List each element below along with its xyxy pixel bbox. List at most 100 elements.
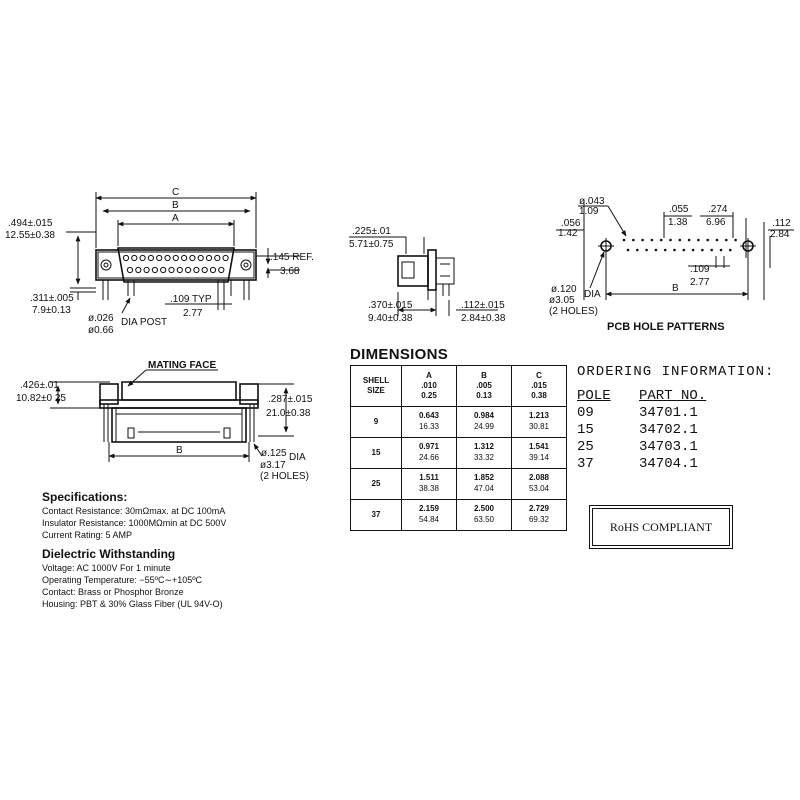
- pin-mark: [218, 266, 225, 274]
- pole-value: 37: [577, 456, 594, 472]
- dim-pcb-056-in: .056: [561, 218, 581, 229]
- dim-pcb-274-in: .274: [708, 204, 728, 215]
- spec-line: Housing: PBT & 30% Glass Fiber (UL 94V-O…: [42, 598, 223, 609]
- part-number: 34704.1: [639, 456, 698, 472]
- pcb-hole-mark: [636, 248, 639, 252]
- pin-mark: [139, 254, 146, 262]
- dim-top-h-in: .426±.01: [20, 380, 59, 391]
- pin-mark: [131, 254, 138, 262]
- dim-post-dia-mm: ø0.66: [88, 325, 114, 336]
- header-c: C .015 0.38: [511, 365, 567, 407]
- pcb-hole-mark: [706, 238, 709, 242]
- pin-mark: [214, 254, 221, 262]
- header-a: A .010 0.25: [401, 365, 457, 407]
- spec-line: Contact Resistance: 30mΩmax. at DC 100mA: [42, 505, 226, 516]
- dim-pcb-112-mm: 2.84: [770, 229, 790, 240]
- pcb-hole-mark: [691, 248, 695, 252]
- side-view-drawing: .225±.01 5.71±0.75 .370±.015 9.40±0.38 .…: [349, 226, 506, 324]
- top-holes-note: (2 HOLES): [260, 471, 309, 482]
- pin-mark: [205, 254, 213, 262]
- list-item: 25 34703.1: [577, 439, 774, 455]
- pin-mark: [160, 266, 167, 274]
- pin-mark: [181, 254, 188, 262]
- pcb-hole-mark: [650, 238, 654, 242]
- specifications-title: Specifications:: [42, 490, 128, 504]
- pcb-hole-mark: [710, 248, 713, 252]
- dielectric-title: Dielectric Withstanding: [42, 547, 176, 562]
- pcb-holes-note: (2 HOLES): [549, 306, 598, 317]
- cell-size: 9: [350, 406, 402, 438]
- pcb-hole-mark: [669, 238, 672, 242]
- part-number: 34701.1: [639, 405, 698, 421]
- pcb-hole-mark: [719, 248, 723, 252]
- pin-mark: [122, 254, 130, 262]
- front-view-drawing: C B A .494±.015 12.55±0.38: [5, 187, 314, 336]
- cell-size: 15: [350, 437, 402, 469]
- dim-side-pin-in: .112±.015: [461, 300, 505, 311]
- pcb-hole-pattern-drawing: ø.043 1.09 .055 1.38 .274 6.96 .112 2.84…: [549, 196, 794, 333]
- dim-post-dia-in: ø.026: [88, 313, 114, 324]
- cell-size: 25: [350, 468, 402, 500]
- pole-value: 25: [577, 439, 594, 455]
- pcb-hole-mark: [663, 248, 667, 252]
- pcb-hole-mark: [626, 248, 630, 252]
- pcb-hole-mark: [725, 238, 728, 242]
- list-item: 09 34701.1: [577, 405, 774, 421]
- pcb-hole-mark: [701, 248, 704, 252]
- dim-pcb-b-label: B: [672, 283, 679, 294]
- dim-pcb-274-mm: 6.96: [706, 217, 726, 228]
- pole-value: 15: [577, 422, 594, 438]
- header-shell-size: SHELL SIZE: [350, 365, 402, 407]
- dim-top-b-label: B: [176, 445, 183, 456]
- dim-post-dia-label: DIA POST: [121, 317, 167, 328]
- pin-mark: [209, 266, 217, 274]
- pole-value: 09: [577, 405, 594, 421]
- part-number: 34702.1: [639, 422, 698, 438]
- pcb-hole-mark: [715, 238, 719, 242]
- pcb-hole-mark: [659, 238, 663, 242]
- spec-line: Contact: Brass or Phosphor Bronze: [42, 587, 184, 598]
- dim-pitch-mm: 2.77: [183, 308, 203, 319]
- dim-top-h-mm: 10.82±0 25: [16, 393, 66, 404]
- dim-side-depth-mm: 9.40±0.38: [368, 313, 413, 324]
- pcb-hole-mark: [687, 238, 691, 242]
- dim-pcb-mount-mm: ø3.05: [549, 295, 575, 306]
- pin-mark: [222, 254, 229, 262]
- pin-mark: [126, 266, 134, 274]
- dimensions-table: SHELL SIZE A .010 0.25 B .005 0.13 C .01…: [350, 365, 567, 531]
- pole-header: POLE: [577, 388, 611, 404]
- dim-pcb-109-mm: 2.77: [690, 277, 710, 288]
- pin-mark: [151, 266, 158, 274]
- pcb-hole-mark: [641, 238, 644, 242]
- pin-mark: [143, 266, 150, 274]
- top-view-drawing: MATING FACE .426±.01 10.82±0 25 .287±.01…: [16, 360, 313, 482]
- pcb-caption: PCB HOLE PATTERNS: [607, 321, 725, 333]
- pcb-hole-mark: [632, 238, 635, 242]
- pcb-hole-mark: [734, 238, 737, 242]
- pcb-hole-mark: [654, 248, 658, 252]
- dim-top-r-in: .287±.015: [268, 394, 313, 405]
- pin-mark: [185, 266, 192, 274]
- spec-line: Insulator Resistance: 1000MΩmin at DC 50…: [42, 517, 227, 528]
- pin-mark: [147, 254, 154, 262]
- pin-mark: [164, 254, 171, 262]
- dim-height-in: .494±.015: [8, 218, 53, 229]
- dim-pcb-mount-label: DIA: [584, 289, 601, 300]
- list-item: 37 34704.1: [577, 456, 774, 472]
- dim-post-height-in: .311±.005: [30, 293, 74, 304]
- dim-pcb-109-in: .109: [690, 264, 710, 275]
- spec-line: Current Rating: 5 AMP: [42, 529, 133, 540]
- dim-c-label: C: [172, 187, 179, 198]
- pin-mark: [168, 266, 175, 274]
